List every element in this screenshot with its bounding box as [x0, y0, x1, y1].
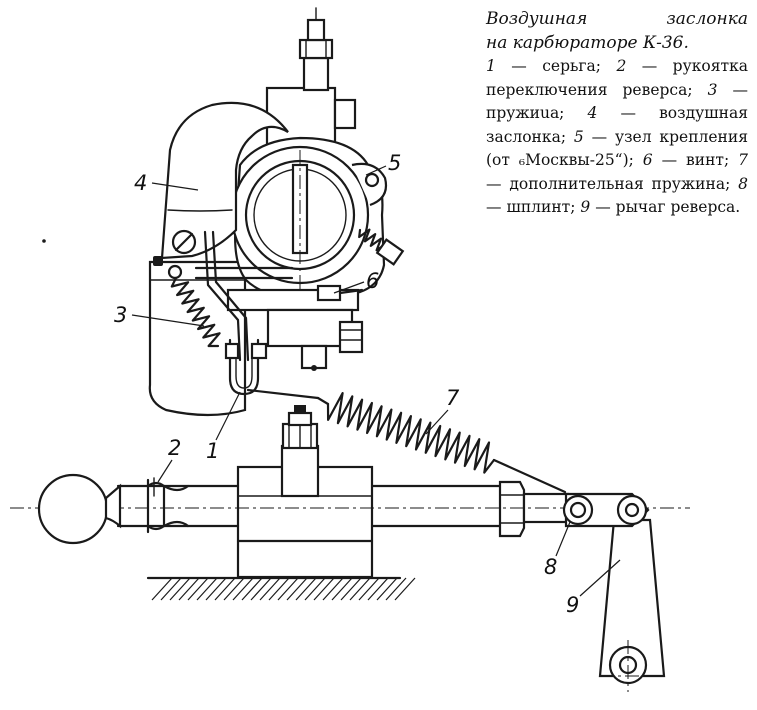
return-spring-and-link: [170, 230, 268, 396]
reverse-handle: [37, 473, 190, 545]
legend-dash: —: [597, 104, 660, 122]
legend-text: воздушная заслонка;: [486, 104, 748, 146]
legend-text: рукоятка переключения реверса;: [486, 57, 749, 99]
legend-number: 6: [642, 151, 653, 169]
legend-dash: —: [486, 198, 507, 216]
legend-text: пружиuа;: [486, 104, 565, 122]
shaft-housing: [236, 405, 374, 579]
legend-dash: —: [717, 80, 748, 99]
callout-1: 1: [206, 439, 219, 463]
legend-dash: —: [583, 127, 615, 146]
callout-4: 4: [134, 171, 147, 195]
legend-number: 5: [573, 127, 584, 146]
callout-numbers: 4 5 6 3 1 2 7 8 9: [114, 151, 621, 617]
callout-2: 2: [168, 436, 181, 460]
caption-legend: 1 — серьга; 2 — рукоятка переключения ре…: [486, 55, 748, 220]
legend-dash: —: [626, 57, 673, 75]
callout-7: 7: [446, 386, 460, 410]
legend-number: 8: [738, 174, 748, 193]
legend-text: серьга;: [542, 57, 602, 75]
legend-dash: —: [486, 174, 510, 193]
callout-6: 6: [366, 269, 379, 293]
callout-3: 3: [114, 303, 127, 327]
legend-text: рычаг реверса.: [615, 198, 741, 216]
legend-text: дополнительная пружина;: [509, 174, 731, 193]
legend-dash: —: [495, 57, 543, 75]
reverse-lever: [562, 492, 666, 692]
stray-mark: [42, 239, 46, 243]
legend-text: шплинт;: [506, 198, 576, 216]
callout-9: 9: [566, 593, 579, 617]
caption-title-line-1: Воздушная заслонка: [486, 9, 748, 29]
caption-title-line-2: на карбюраторе К-36.: [486, 32, 689, 53]
legend-number: 4: [587, 104, 598, 122]
callout-5: 5: [388, 151, 401, 175]
legend-number: 2: [616, 57, 627, 75]
carburetor-body: [148, 7, 405, 417]
legend-dash: —: [652, 151, 687, 169]
figure-caption: Воздушная заслонка на карбюраторе К-36. …: [486, 8, 748, 220]
base-hatching: [146, 576, 416, 601]
legend-text: узел крепления (от ₆Москвы-25“);: [486, 127, 748, 170]
legend-text: винт;: [686, 151, 730, 169]
reverse-shaft: [10, 480, 690, 538]
additional-spring: [246, 388, 567, 494]
legend-dash: —: [590, 198, 616, 216]
legend-number: 3: [707, 80, 718, 99]
legend-number: 1: [486, 57, 496, 75]
legend-number: 9: [580, 198, 591, 216]
legend-number: 7: [738, 151, 748, 169]
callout-8: 8: [544, 555, 557, 579]
